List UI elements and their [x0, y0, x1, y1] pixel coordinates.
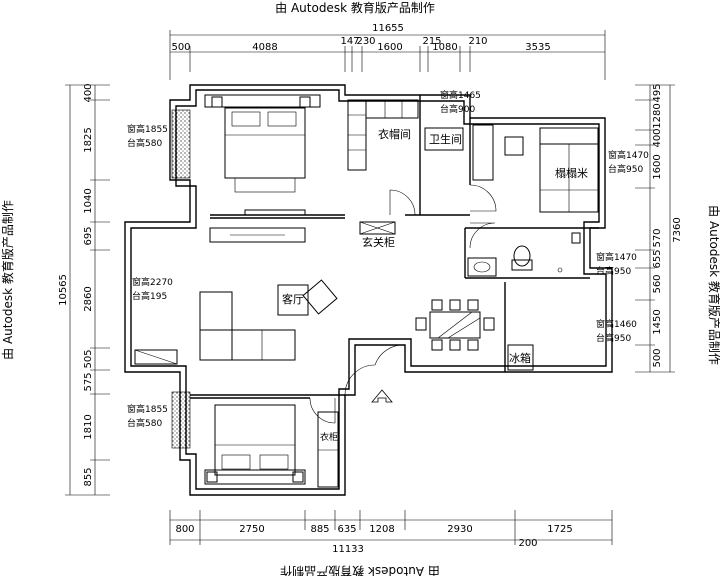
- window-note: 台高900: [440, 103, 475, 115]
- window-note: 台高195: [132, 290, 167, 302]
- right-dim: 560: [652, 274, 663, 293]
- top-total-dim: 11655: [372, 23, 404, 34]
- window-note: 窗高1470: [596, 251, 637, 263]
- right-dim: 570: [652, 228, 663, 247]
- right-dim: 500: [652, 348, 663, 367]
- window-note: 台高950: [608, 163, 643, 175]
- top-dim: 215: [422, 36, 441, 47]
- room-label-foyer-cabinet: 玄关柜: [362, 235, 395, 249]
- left-dim: 855: [83, 467, 94, 486]
- right-dim: 495: [652, 83, 663, 102]
- window-note: 窗高1855: [127, 123, 168, 135]
- window-hatch: [171, 391, 191, 449]
- interior-walls: [190, 95, 599, 399]
- room-label-fridge: 冰箱: [509, 351, 531, 365]
- left-dimension-chain: [65, 84, 110, 496]
- top-dim: 500: [171, 42, 190, 53]
- window-hatch: [171, 109, 191, 179]
- wardrobe: [317, 411, 339, 488]
- watermark-right: 由 Autodesk 教育版产品制作: [707, 205, 720, 365]
- tatami-platform: [539, 127, 599, 213]
- bottom-dim: 800: [175, 524, 194, 535]
- left-dim: 1825: [83, 127, 94, 152]
- window-note: 窗高1855: [127, 403, 168, 415]
- window-note: 窗高1465: [440, 89, 481, 101]
- window-note: 台高950: [596, 265, 631, 277]
- window-note: 窗高2270: [132, 276, 173, 288]
- window-note: 台高580: [127, 137, 162, 149]
- top-dim: 147: [340, 36, 359, 47]
- top-dim: 210: [468, 36, 487, 47]
- room-label-living: 客厅: [282, 292, 304, 306]
- armchair: [302, 279, 338, 315]
- left-dim: 1810: [83, 414, 94, 439]
- coffee-table: [277, 284, 309, 316]
- entrance-arrow-icon: [371, 389, 393, 403]
- top-dim: 1600: [377, 42, 402, 53]
- fridge: [507, 344, 534, 371]
- bottom-dim: 1725: [547, 524, 572, 535]
- room-label-wardrobe: 衣柜: [320, 431, 338, 443]
- bottom-dim: 885: [310, 524, 329, 535]
- left-dim: 575: [83, 372, 94, 391]
- bed-bottom: [204, 404, 306, 485]
- dining-set: [415, 299, 495, 351]
- exterior-walls: [124, 84, 613, 496]
- bottom-small-dim: 200: [518, 538, 537, 549]
- right-dim: 1600: [652, 154, 663, 179]
- watermark-left: 由 Autodesk 教育版产品制作: [0, 200, 15, 360]
- doors: [309, 184, 497, 424]
- watermark-top: 由 Autodesk 教育版产品制作: [275, 0, 435, 15]
- sofa: [199, 291, 296, 361]
- room-label-closet: 衣帽间: [378, 127, 411, 141]
- window-note: 台高580: [127, 417, 162, 429]
- left-total-dim: 10565: [58, 274, 69, 306]
- room-label-tatami: 榻榻米: [555, 166, 588, 180]
- room-label-bath: 卫生间: [429, 132, 462, 146]
- shelf: [472, 124, 494, 181]
- top-dim: 1080: [432, 42, 457, 53]
- right-dim: 400: [652, 128, 663, 147]
- top-dimension-chain: [169, 30, 606, 80]
- bottom-dim: 2930: [447, 524, 472, 535]
- left-dim: 505: [83, 349, 94, 368]
- bottom-dimension-chain: [169, 510, 613, 545]
- foyer-cabinet: [359, 221, 396, 235]
- left-dim: 1040: [83, 188, 94, 213]
- closet-shelves: [347, 99, 419, 171]
- chair: [504, 136, 524, 156]
- tv-cabinet: [209, 227, 306, 243]
- right-total-dim: 7360: [672, 217, 683, 242]
- top-dim: 4088: [252, 42, 277, 53]
- bottom-total-dim: 11133: [332, 544, 364, 555]
- watermark-bottom: 由 Autodesk 教育版产品制作: [280, 564, 440, 576]
- bottom-dim: 1208: [369, 524, 394, 535]
- left-dim: 2860: [83, 286, 94, 311]
- right-dim: 1280: [652, 103, 663, 128]
- window-sill: [134, 349, 178, 365]
- window-note: 台高950: [596, 332, 631, 344]
- window-note: 窗高1460: [596, 318, 637, 330]
- left-dim: 400: [83, 83, 94, 102]
- bottom-dim: 635: [337, 524, 356, 535]
- top-dim: 230: [356, 36, 375, 47]
- bed-top: [204, 94, 321, 216]
- bathroom-fixtures: [467, 232, 581, 277]
- top-dim: 3535: [525, 42, 550, 53]
- window-note: 窗高1470: [608, 149, 649, 161]
- left-dim: 695: [83, 226, 94, 245]
- right-dim: 1450: [652, 309, 663, 334]
- bathtub: [424, 127, 464, 151]
- right-dim: 655: [652, 249, 663, 268]
- right-dimension-chain: [635, 84, 675, 373]
- bottom-dim: 2750: [239, 524, 264, 535]
